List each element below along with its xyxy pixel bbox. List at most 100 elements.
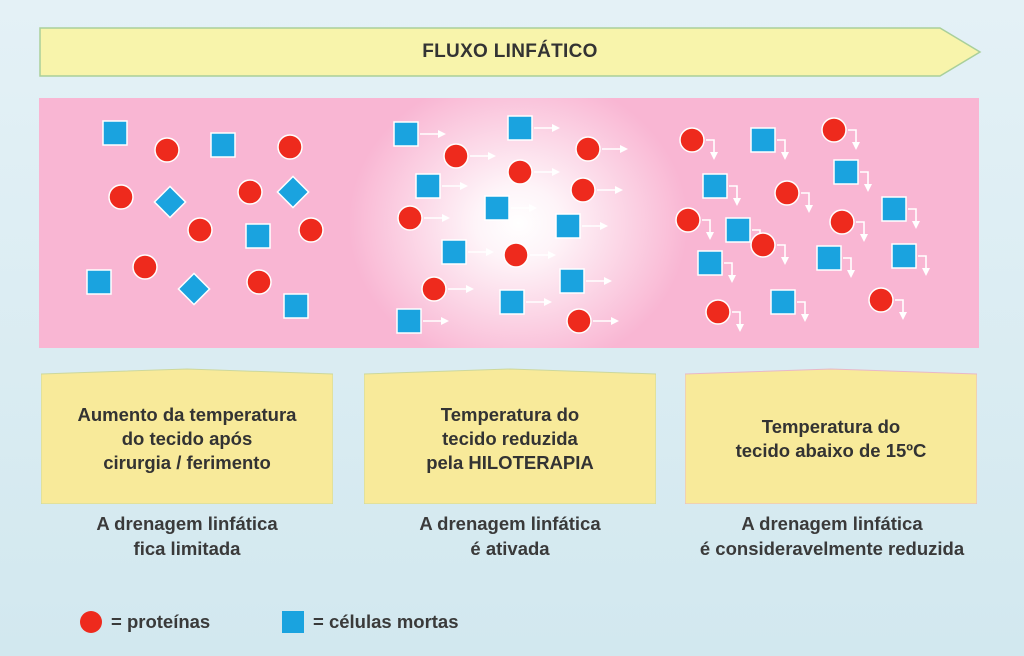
protein-circle <box>829 209 855 235</box>
flow-arrow <box>797 301 806 316</box>
dead-cell-square <box>210 132 236 158</box>
flow-arrow-head <box>600 222 608 230</box>
dead-cell-square <box>393 121 419 147</box>
dead-cell-square <box>484 195 510 221</box>
legend-dead-cell-label: = células mortas <box>313 611 459 632</box>
flow-arrow-head <box>781 152 789 160</box>
flow-arrow-head <box>899 312 907 320</box>
dead-cell-square <box>507 115 533 141</box>
flow-arrow <box>702 219 711 234</box>
protein-circle <box>774 180 800 206</box>
protein-circle <box>675 207 701 233</box>
dead-cell-square <box>697 250 723 276</box>
dead-cell-square <box>153 185 187 219</box>
red-circle-icon <box>80 611 102 633</box>
dead-cell-square <box>725 217 751 243</box>
flow-arrow-head <box>860 234 868 242</box>
protein-circle <box>154 137 180 163</box>
dead-cell-square <box>276 175 310 209</box>
flow-arrow-head <box>438 130 446 138</box>
flow-arrow-head <box>922 268 930 276</box>
dead-cell-square <box>555 213 581 239</box>
flow-arrow <box>908 208 917 223</box>
dead-cell-square <box>441 239 467 265</box>
flow-arrow-head <box>442 214 450 222</box>
dead-cell-square <box>102 120 128 146</box>
flow-arrow-head <box>441 317 449 325</box>
flow-arrow-head <box>864 184 872 192</box>
flow-arrow-head <box>912 221 920 229</box>
flow-arrow-head <box>488 152 496 160</box>
flow-arrow-head <box>728 275 736 283</box>
panel-3-condition-text: Temperatura do tecido abaixo de 15ºC <box>735 416 927 461</box>
flow-arrow-head <box>620 145 628 153</box>
dead-cell-square <box>702 173 728 199</box>
flow-arrow <box>848 129 857 144</box>
lymph-flow-title: FLUXO LINFÁTICO <box>422 41 598 62</box>
protein-circle <box>277 134 303 160</box>
panel-1-result: A drenagem linfática fica limitada <box>96 513 278 559</box>
protein-circle <box>566 308 592 334</box>
flow-arrow <box>856 221 865 236</box>
flow-arrow-head <box>805 205 813 213</box>
panel-3-condition-box: Temperatura do tecido abaixo de 15ºC <box>685 368 977 504</box>
flow-arrow-head <box>548 251 556 259</box>
flow-arrow <box>860 171 869 186</box>
flow-arrow-head <box>604 277 612 285</box>
flow-arrow <box>843 257 852 272</box>
flow-arrow-head <box>460 182 468 190</box>
dead-cell-square <box>891 243 917 269</box>
protein-circle <box>868 287 894 313</box>
dead-cell-square <box>245 223 271 249</box>
protein-circle <box>421 276 447 302</box>
panel-1-condition-box: Aumento da temperatura do tecido após ci… <box>41 368 333 504</box>
flow-arrow-head <box>736 324 744 332</box>
legend-protein-label: = proteínas <box>111 611 211 632</box>
flow-arrow-head <box>615 186 623 194</box>
blue-square-icon <box>282 611 304 633</box>
flow-arrow-head <box>611 317 619 325</box>
panel-2-condition-box: Temperatura do tecido reduzida pela HILO… <box>364 368 656 504</box>
flow-arrow-head <box>801 314 809 322</box>
protein-circle <box>443 143 469 169</box>
flow-arrow <box>801 192 810 207</box>
flow-arrow-head <box>552 124 560 132</box>
flow-arrow <box>777 139 786 154</box>
flow-arrow <box>918 255 927 270</box>
dead-cell-square <box>283 293 309 319</box>
dead-cell-square <box>816 245 842 271</box>
flow-arrow-head <box>544 298 552 306</box>
flow-arrow <box>724 262 733 277</box>
flow-arrow-head <box>710 152 718 160</box>
flow-arrow <box>777 244 786 259</box>
flow-arrow-head <box>706 232 714 240</box>
protein-circle <box>705 299 731 325</box>
lymph-flow-arrow <box>0 0 1024 90</box>
dead-cell-square <box>86 269 112 295</box>
flow-arrow-head <box>466 285 474 293</box>
protein-circle <box>503 242 529 268</box>
dead-cell-square <box>415 173 441 199</box>
flow-arrow-head <box>733 198 741 206</box>
protein-circle <box>132 254 158 280</box>
protein-circle <box>570 177 596 203</box>
dead-cell-square <box>559 268 585 294</box>
legend-protein: = proteínas <box>80 611 210 633</box>
protein-circle <box>108 184 134 210</box>
panel-2-result: A drenagem linfática é ativada <box>419 513 601 559</box>
protein-circle <box>821 117 847 143</box>
flow-arrow <box>729 185 738 200</box>
dead-cell-square <box>881 196 907 222</box>
dead-cell-square <box>177 272 211 306</box>
flow-arrow <box>895 299 904 314</box>
protein-circle <box>575 136 601 162</box>
panel-1-condition-text: Aumento da temperatura do tecido após ci… <box>77 404 297 473</box>
dead-cell-square <box>396 308 422 334</box>
flow-arrow-head <box>529 204 537 212</box>
protein-circle <box>237 179 263 205</box>
protein-circle <box>507 159 533 185</box>
flow-arrow-head <box>852 142 860 150</box>
flow-arrow-head <box>847 270 855 278</box>
flow-arrow-head <box>781 257 789 265</box>
